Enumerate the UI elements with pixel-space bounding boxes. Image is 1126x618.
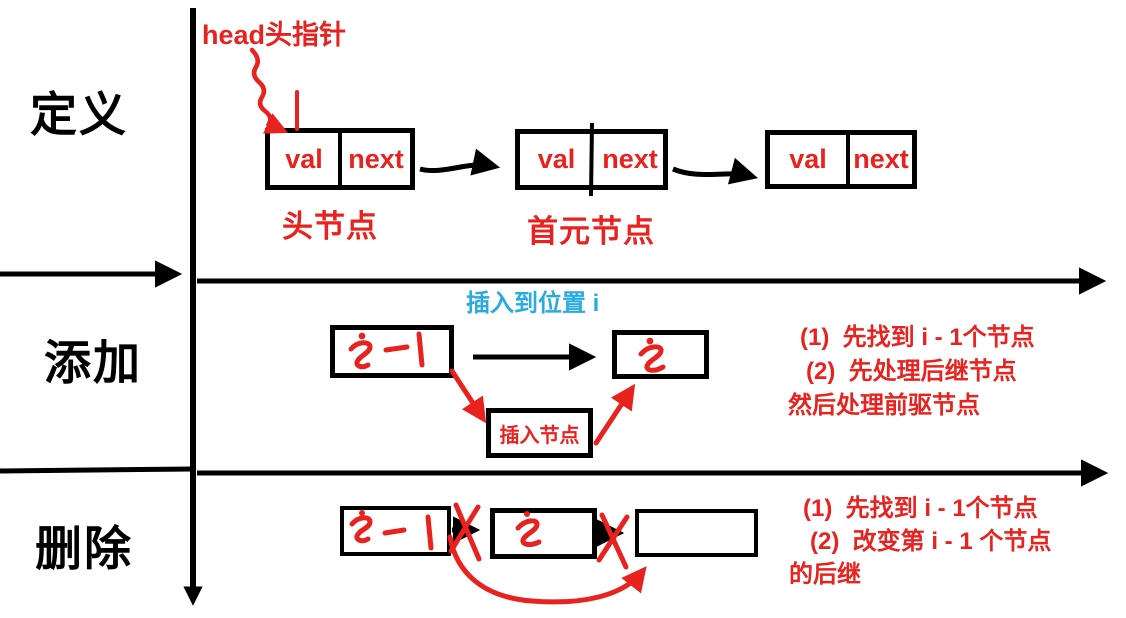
delete-cross-mark-2 <box>596 512 630 570</box>
cross-stroke <box>596 514 630 563</box>
insert-target-node-box <box>612 330 709 379</box>
insert-note-3: 然后处理前驱节点 <box>788 392 980 419</box>
insert-red-arrow-up <box>593 383 636 446</box>
row-divider-2-left-line <box>0 466 194 474</box>
delete-target-node-box <box>490 508 597 559</box>
node-next-cell: next <box>602 144 658 174</box>
node-val-cell: val <box>537 144 576 174</box>
node-next-cell: next <box>348 143 404 174</box>
delete-cross-mark-1 <box>448 502 482 562</box>
insert-note-2: (2) 先处理后继节点 <box>806 358 1017 385</box>
insert-prev-node-box <box>330 325 454 378</box>
delete-note-2: (2) 改变第 i - 1 个节点 <box>810 528 1052 555</box>
node-val-cell: val <box>285 143 323 174</box>
caption-head-node: 头节点 <box>282 209 378 244</box>
link-arrow-2 <box>672 157 758 185</box>
link-arrow-1 <box>419 148 501 176</box>
insert-red-arrow-down <box>449 368 487 424</box>
delete-successor-node-box <box>635 509 758 557</box>
delete-note-3: 的后继 <box>789 561 861 588</box>
insert-position-caption: 插入到位置 i <box>466 290 600 317</box>
node-box-first: val next <box>515 129 668 190</box>
head-pointer-label: head头指针 <box>202 20 347 50</box>
section-label-insert: 添加 <box>44 336 142 389</box>
cross-stroke <box>453 502 482 562</box>
head-pointer-squiggle-arrow <box>249 47 289 134</box>
delete-prev-node-box <box>340 506 451 556</box>
node-val-cell: val <box>789 144 827 174</box>
node-box-head: val next <box>265 128 415 190</box>
node-divider <box>338 133 342 185</box>
section-label-definition: 定义 <box>30 88 128 141</box>
insert-node-box: 插入节点 <box>486 408 593 458</box>
node-next-cell: next <box>853 144 909 174</box>
node-divider <box>846 135 850 184</box>
cross-stroke <box>599 512 629 570</box>
node-box-third: val next <box>765 130 917 189</box>
delete-note-1: (1) 先找到 i - 1个节点 <box>803 495 1038 522</box>
cross-stroke <box>448 504 481 554</box>
caption-first-node: 首元节点 <box>527 214 655 249</box>
insert-node-label: 插入节点 <box>499 424 580 447</box>
insert-note-1: (1) 先找到 i - 1个节点 <box>800 324 1035 351</box>
section-label-delete: 删除 <box>35 522 133 575</box>
